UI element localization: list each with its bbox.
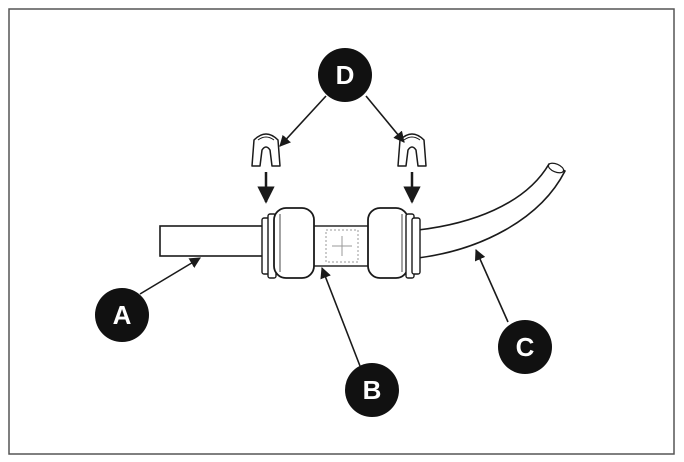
leader-line-b: [320, 266, 361, 367]
callout-c: C: [498, 320, 552, 374]
callout-a: A: [95, 288, 149, 342]
retainer-clip-left: [251, 133, 281, 167]
callout-d: D: [318, 48, 372, 102]
flexible-hose: [417, 162, 566, 259]
leader-line-d-left: [279, 95, 327, 147]
callout-c-label: C: [516, 332, 535, 362]
callout-b-label: B: [363, 375, 382, 405]
callout-a-label: A: [113, 300, 132, 330]
leader-line-d-right: [365, 95, 405, 143]
leader-line-c: [474, 248, 509, 323]
rigid-tube: [159, 225, 269, 257]
callout-d-label: D: [336, 60, 355, 90]
retainer-clip-right: [397, 133, 427, 167]
connector-body: [261, 207, 421, 279]
callout-b: B: [345, 363, 399, 417]
leader-line-a: [139, 257, 201, 295]
